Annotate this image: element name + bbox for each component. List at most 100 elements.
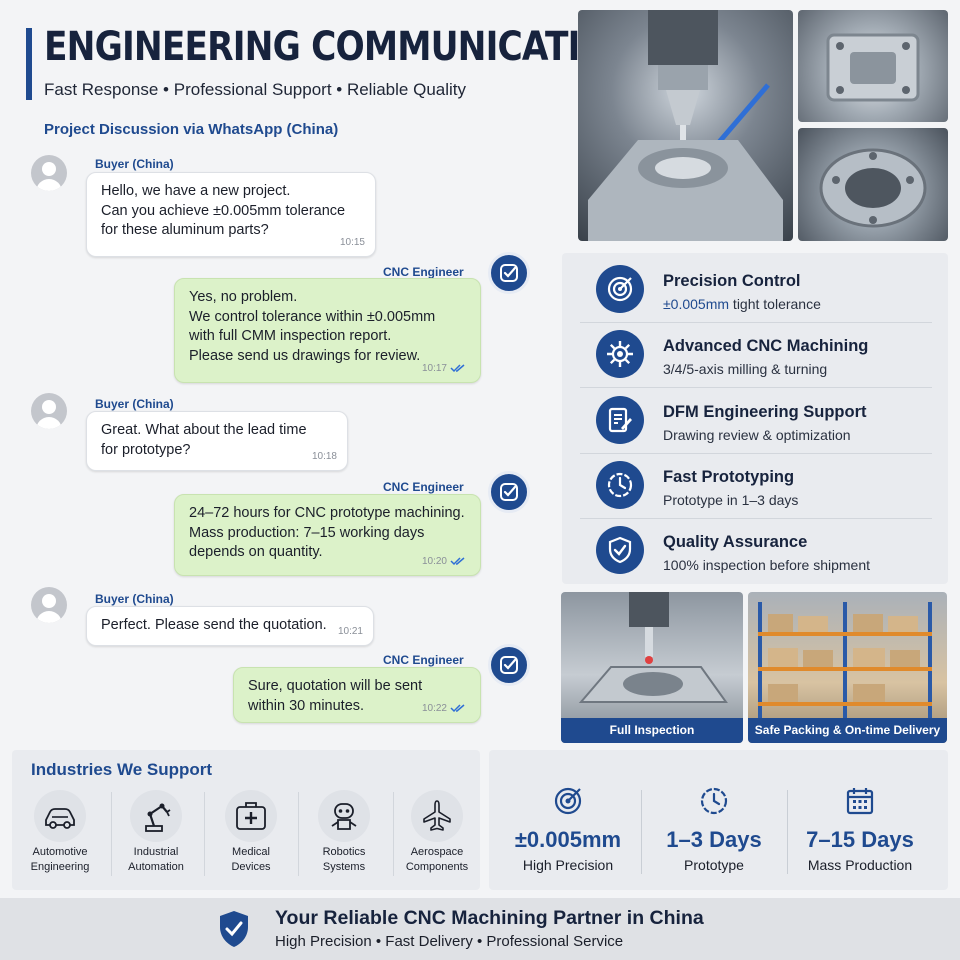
cnc-milling-photo xyxy=(578,10,793,241)
feature-title: Advanced CNC Machining xyxy=(663,337,869,355)
stat-item: ±0.005mm High Precision xyxy=(494,786,642,876)
message-line: Mass production: 7–15 working days xyxy=(189,524,425,541)
feature-title: Quality Assurance xyxy=(663,533,808,551)
feature-title: DFM Engineering Support xyxy=(663,403,867,421)
footer-subtitle: High Precision • Fast Delivery • Profess… xyxy=(275,933,624,950)
target-icon xyxy=(554,787,582,815)
divider xyxy=(641,790,642,874)
robot-arm-icon xyxy=(130,790,182,842)
divider xyxy=(580,322,932,323)
feature-title: Fast Prototyping xyxy=(663,468,795,486)
stat-item: 7–15 Days Mass Production xyxy=(786,786,934,876)
warehouse-photo: Safe Packing & On-time Delivery xyxy=(748,592,947,743)
message-time: 10:22 xyxy=(422,699,466,719)
message-sender: CNC Engineer xyxy=(383,480,464,494)
clock-icon xyxy=(596,461,644,509)
message-sender: Buyer (China) xyxy=(95,157,174,171)
chat-message: Sure, quotation will be sent within 30 m… xyxy=(233,667,481,723)
delivery-caption: Safe Packing & On-time Delivery xyxy=(748,718,947,743)
message-time: 10:15 xyxy=(339,236,365,248)
divider xyxy=(204,792,205,876)
feature-title: Precision Control xyxy=(663,272,801,290)
message-time: 10:17 xyxy=(422,359,466,379)
message-line: Sure, quotation will be sent xyxy=(248,678,423,694)
airplane-icon xyxy=(411,790,463,842)
message-line: for prototype? xyxy=(101,441,191,458)
divider xyxy=(580,453,932,454)
gear-icon xyxy=(596,330,644,378)
target-icon xyxy=(596,265,644,313)
divider xyxy=(393,792,394,876)
stat-label: Prototype xyxy=(684,857,744,873)
car-icon xyxy=(34,790,86,842)
chat-message: Perfect. Please send the quotation. 10:2… xyxy=(86,606,374,646)
feature-desc: Drawing review & optimization xyxy=(663,427,851,443)
message-line: depends on quantity. xyxy=(189,544,323,560)
page-title: ENGINEERING COMMUNICATION xyxy=(44,24,637,70)
message-line: We control tolerance within ±0.005mm xyxy=(189,308,436,325)
features-panel: Precision Control ±0.005mm tight toleran… xyxy=(562,253,948,584)
feature-desc: 100% inspection before shipment xyxy=(663,557,871,573)
divider xyxy=(111,792,112,876)
double-check-icon xyxy=(450,556,465,565)
stat-label: Mass Production xyxy=(807,857,913,873)
message-line: with full CMM inspection report. xyxy=(189,328,392,344)
feature-item: Advanced CNC Machining 3/4/5-axis millin… xyxy=(562,320,948,385)
divider xyxy=(298,792,299,876)
message-line: for these aluminum parts? xyxy=(101,222,269,238)
divider xyxy=(580,518,932,519)
feature-desc: Prototype in 1–3 days xyxy=(663,492,799,508)
chat-message: Hello, we have a new project. Can you ac… xyxy=(86,172,376,257)
feature-item: Quality Assurance 100% inspection before… xyxy=(562,516,948,581)
chat-message: Great. What about the lead time for prot… xyxy=(86,411,348,471)
message-sender: CNC Engineer xyxy=(383,653,464,667)
stat-item: 1–3 Days Prototype xyxy=(640,786,788,876)
chat-heading: Project Discussion via WhatsApp (China) xyxy=(44,121,339,138)
message-line: Can you achieve ±0.005mm tolerance xyxy=(101,202,346,219)
engineer-avatar xyxy=(488,252,530,294)
stat-value: ±0.005mm xyxy=(514,827,622,852)
chat-message: Yes, no problem. We control tolerance wi… xyxy=(174,278,481,383)
inspection-photo: Full Inspection xyxy=(561,592,743,743)
message-line: within 30 minutes. xyxy=(248,697,365,714)
stat-label: High Precision xyxy=(522,857,614,873)
feature-item: DFM Engineering Support Drawing review &… xyxy=(562,386,948,451)
divider xyxy=(787,790,788,874)
engineer-check-icon xyxy=(500,264,518,282)
buyer-avatar xyxy=(31,587,67,623)
buyer-avatar xyxy=(31,393,67,429)
message-time: 10:20 xyxy=(422,552,466,572)
message-line: Great. What about the lead time xyxy=(101,422,307,438)
message-time: 10:18 xyxy=(311,450,337,462)
shield-check-icon xyxy=(596,526,644,574)
clock-icon xyxy=(700,787,728,815)
message-sender: CNC Engineer xyxy=(383,265,464,279)
message-sender: Buyer (China) xyxy=(95,397,174,411)
stat-value: 7–15 Days xyxy=(806,827,914,852)
feature-desc: 3/4/5-axis milling & turning xyxy=(663,361,828,377)
feature-item: Fast Prototyping Prototype in 1–3 days xyxy=(562,451,948,516)
footer: Your Reliable CNC Machining Partner in C… xyxy=(0,898,960,960)
engineer-avatar xyxy=(488,471,530,513)
engineer-check-icon xyxy=(500,483,518,501)
industries-title: Industries We Support xyxy=(31,760,213,779)
message-line: Yes, no problem. xyxy=(189,289,298,305)
stat-value: 1–3 Days xyxy=(666,827,762,852)
page-subtitle: Fast Response • Professional Support • R… xyxy=(44,80,467,99)
message-time: 10:21 xyxy=(337,625,363,637)
message-line: Please send us drawings for review. xyxy=(189,347,421,364)
stats-panel: ±0.005mm High Precision 1–3 Days Prototy… xyxy=(489,750,948,890)
robot-icon xyxy=(318,790,370,842)
engineer-avatar xyxy=(488,644,530,686)
divider xyxy=(580,387,932,388)
